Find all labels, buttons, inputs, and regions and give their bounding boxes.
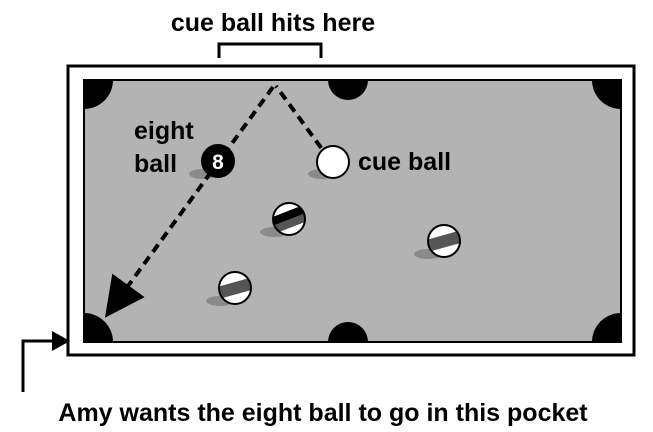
eight-ball-label-line2: ball <box>134 150 177 178</box>
eight-ball-path <box>104 85 275 318</box>
table-felt <box>83 79 622 343</box>
striped-ball <box>218 271 252 305</box>
pocket-top-right <box>592 80 621 109</box>
hit-point-bracket <box>217 42 323 58</box>
cue-ball <box>316 145 350 179</box>
caption: Amy wants the eight ball to go in this p… <box>58 399 588 427</box>
cue-ball-hits-here-label: cue ball hits here <box>171 9 375 37</box>
cue-ball-label: cue ball <box>358 148 451 176</box>
eight-ball-label-line1: eight <box>134 117 194 145</box>
eight-ball-number: 8 <box>212 151 224 174</box>
pocket-top-left <box>84 80 113 109</box>
pocket-top-middle <box>328 80 368 100</box>
striped-ball <box>272 202 306 236</box>
pocket-bottom-left <box>84 313 113 342</box>
pocket-bottom-middle <box>328 322 368 342</box>
pocket-bottom-right <box>592 313 621 342</box>
striped-ball <box>427 224 461 258</box>
pocket-pointer-arrowhead <box>52 331 70 351</box>
cue-ball-path <box>274 84 332 162</box>
eight-ball <box>201 144 235 178</box>
pocket-pointer-arrow <box>21 339 54 392</box>
